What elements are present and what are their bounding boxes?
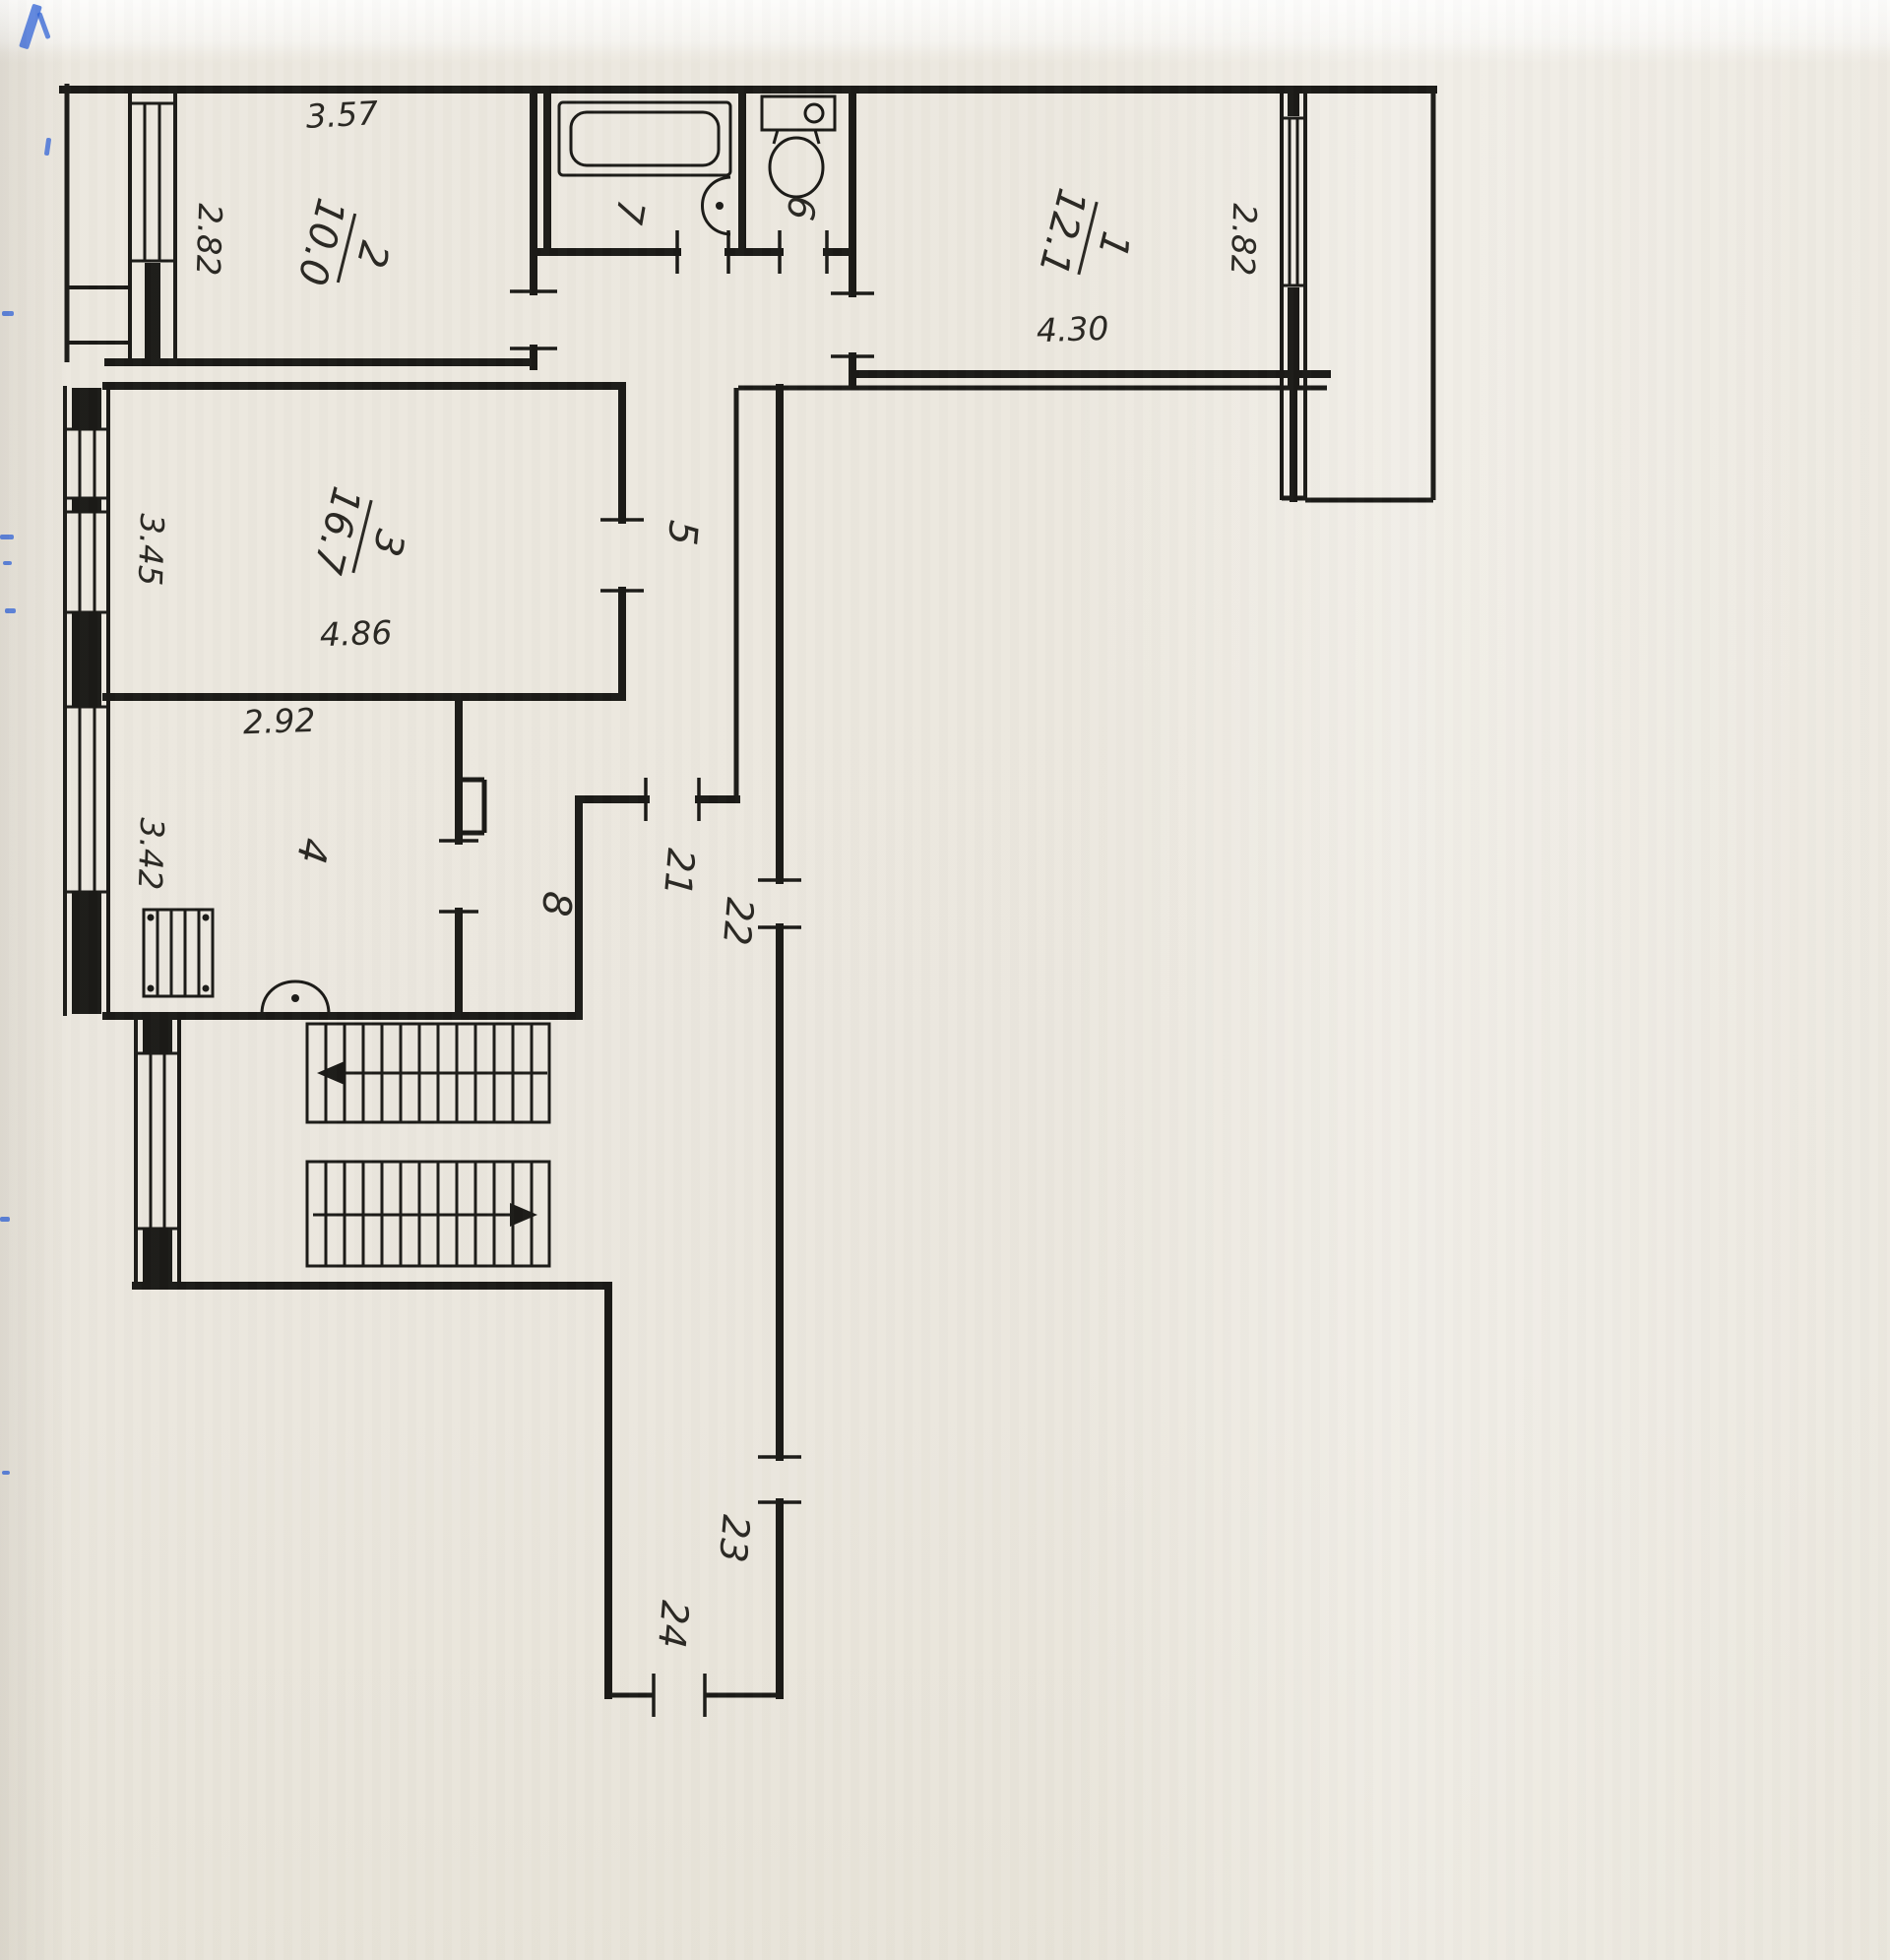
- room1-dim-bottom: 4.30: [1036, 309, 1109, 350]
- opening-24-label: 24: [650, 1599, 697, 1650]
- pen-mark: [5, 608, 16, 613]
- room2-dim-top: 3.57: [305, 94, 379, 136]
- room2-dim-left: 2.82: [189, 203, 230, 277]
- room4-dim-top: 2.92: [242, 701, 316, 742]
- washbasin-tap-icon: [716, 202, 724, 210]
- stove-burner-icon: [147, 984, 155, 992]
- stair-arrow-upper-head: [317, 1061, 345, 1085]
- left-outer-wall: [63, 386, 110, 1016]
- room1-area: 12.1: [1030, 184, 1095, 281]
- room2-area: 10.0: [288, 194, 353, 290]
- kitchen-fixtures: [142, 908, 337, 1016]
- stove-icon: [142, 908, 215, 998]
- wc-flush-icon: [803, 102, 825, 124]
- main-walls: [59, 86, 1437, 1699]
- pen-mark: [3, 561, 12, 565]
- wall-lines: [67, 94, 177, 362]
- room3-dim-bottom: 4.86: [319, 613, 393, 655]
- washbasin-icon: [701, 175, 731, 236]
- stove-burner-icon: [202, 984, 210, 992]
- room3-number: 3: [363, 526, 413, 561]
- window-room1-right: [1280, 94, 1307, 500]
- opening-23-label: 23: [711, 1513, 758, 1564]
- opening-22-label: 22: [715, 896, 762, 947]
- wc-tank-icon: [760, 95, 837, 132]
- stair-arrow-lower-head: [510, 1203, 537, 1227]
- wc-connector: [772, 129, 821, 145]
- room3-underline: [351, 499, 373, 574]
- stair-flight-upper: [305, 1022, 551, 1124]
- wall-lines: [63, 386, 110, 1016]
- room1-label: 1 12.1: [1030, 184, 1139, 281]
- window-hatch: [1282, 116, 1305, 287]
- room5-number: 5: [659, 518, 706, 546]
- pen-mark: [0, 1217, 10, 1222]
- wall-lines: [1280, 94, 1307, 500]
- opening-21-label: 21: [656, 847, 703, 898]
- room8-number: 8: [533, 889, 580, 917]
- wc-bowl-icon: [768, 136, 825, 199]
- staircase: [305, 1022, 551, 1268]
- pen-mark: [0, 535, 14, 539]
- room2-underline: [336, 213, 357, 284]
- kitchen-sink-tap-icon: [291, 994, 299, 1002]
- room2-label: 2 10.0: [288, 194, 398, 290]
- bathtub-inner: [569, 110, 721, 167]
- room1-dim-right: 2.82: [1224, 203, 1265, 277]
- room7-number: 7: [606, 197, 654, 227]
- wall-lines: [134, 1016, 181, 1288]
- room6-number: 6: [778, 193, 825, 223]
- room4-dim-left: 3.42: [131, 817, 172, 891]
- stove-burner-icon: [147, 914, 155, 921]
- room3-area: 16.7: [304, 482, 369, 579]
- pen-mark: [2, 1471, 10, 1475]
- bathroom-fixtures: [557, 100, 732, 236]
- window-stairwell-left: [134, 1016, 181, 1288]
- window-room2-left: [67, 94, 177, 362]
- window-hatch: [130, 101, 175, 263]
- window-hatch: [136, 1051, 179, 1231]
- bathtub-icon: [557, 100, 732, 177]
- room2-number: 2: [347, 237, 398, 273]
- room1-number: 1: [1089, 227, 1139, 263]
- door-ticks: [439, 230, 874, 1717]
- kitchen-sink-icon: [254, 980, 337, 1016]
- stove-grid: [156, 910, 201, 996]
- room1-underline: [1077, 201, 1099, 276]
- room3-dim-left: 3.45: [131, 513, 172, 587]
- stair-flight-lower: [305, 1160, 551, 1268]
- pen-mark: [2, 311, 14, 316]
- toilet-fixtures: [760, 95, 837, 199]
- room3-label: 3 16.7: [304, 482, 413, 579]
- stove-burner-icon: [202, 914, 210, 921]
- room4-number: 4: [287, 835, 337, 867]
- thin-walls: [64, 84, 1436, 1698]
